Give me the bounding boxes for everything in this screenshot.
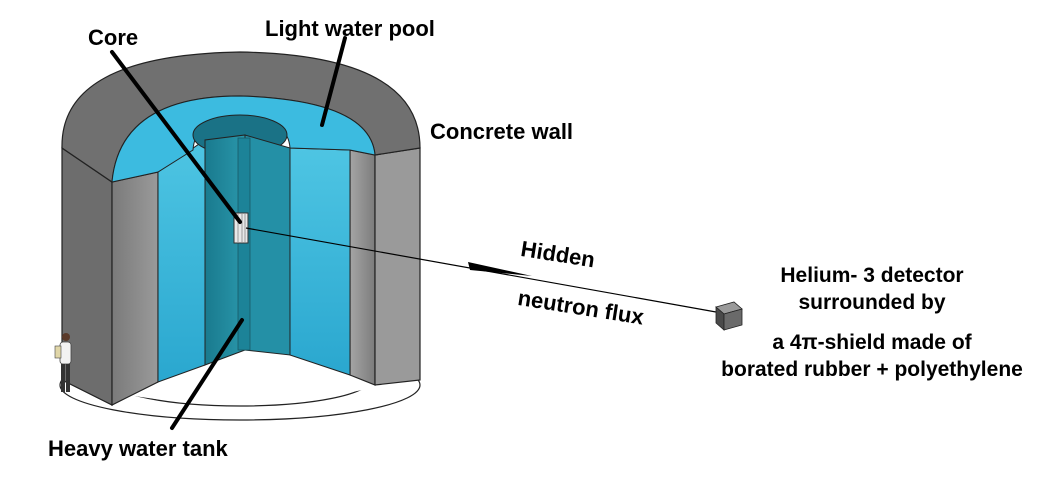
detector-line-4: borated rubber + polyethylene <box>721 358 1023 381</box>
detector-line-2: surrounded by <box>798 291 946 314</box>
light-water-pool <box>111 95 376 383</box>
label-heavy-water-tank: Heavy water tank <box>48 436 228 461</box>
detector-cube-icon <box>715 301 743 331</box>
leader-lines <box>110 36 347 430</box>
flux-arrow <box>245 227 717 313</box>
heavy-water-tank <box>192 114 291 366</box>
label-concrete-wall: Concrete wall <box>430 119 574 144</box>
person-figure <box>54 333 72 392</box>
detector-line-1: Helium- 3 detector <box>780 264 964 287</box>
label-light-water-pool: Light water pool <box>265 16 435 41</box>
detector-line-3: a 4π-shield made of <box>772 331 972 354</box>
label-core: Core <box>88 25 139 50</box>
detector-description: Helium- 3 detector surrounded by a 4π-sh… <box>702 262 1042 383</box>
